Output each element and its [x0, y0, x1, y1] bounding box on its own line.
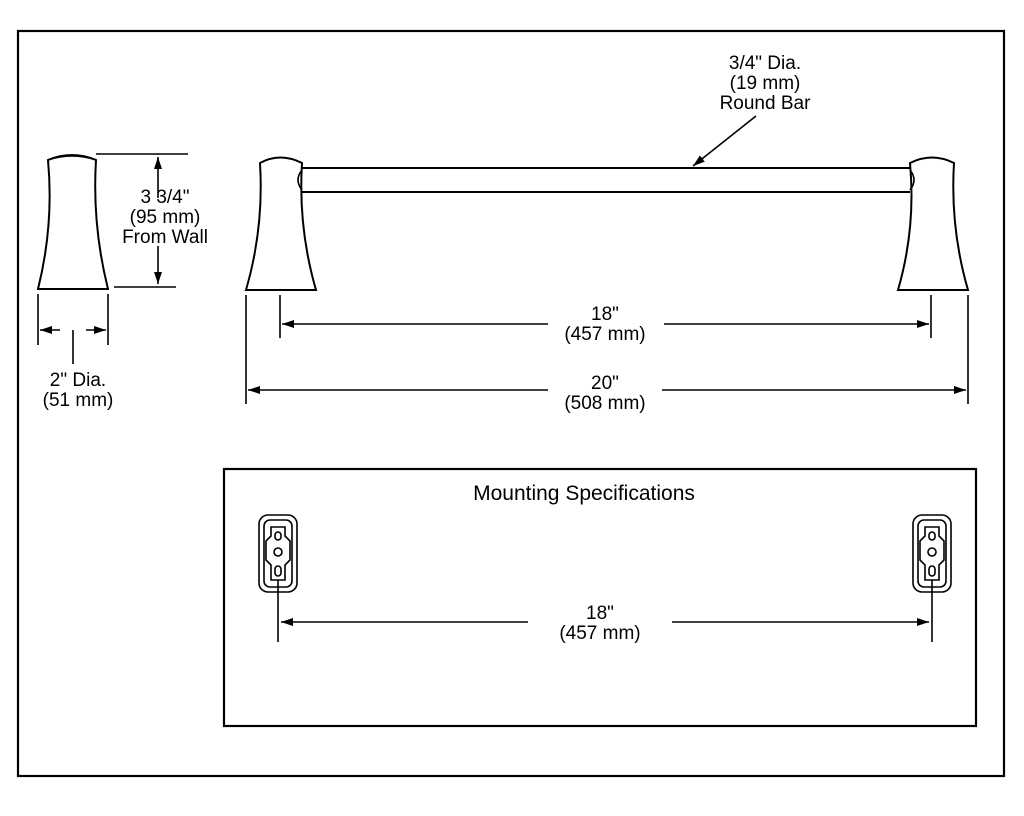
projection-label-line2: (95 mm) [130, 207, 201, 228]
overall-length-label-line2: (508 mm) [564, 393, 645, 414]
right-mounting-bracket [912, 514, 952, 642]
front-view-towel-bar [244, 156, 970, 291]
post-diameter-label-line2: (51 mm) [43, 390, 114, 411]
bar-callout-line3: Round Bar [720, 93, 812, 114]
projection-label-line3: From Wall [122, 227, 208, 248]
side-view-post [36, 154, 110, 290]
bar-callout-line2: (19 mm) [730, 73, 801, 94]
bar-callout: 3/4" Dia. (19 mm) Round Bar [692, 53, 812, 167]
mounting-title: Mounting Specifications [473, 482, 695, 505]
mounting-span-label-line2: (457 mm) [559, 623, 640, 644]
post-diameter-dimension: 2" Dia. (51 mm) [37, 294, 114, 411]
mounting-span-label-line1: 18" [586, 603, 614, 624]
overall-length-label-line1: 20" [591, 373, 619, 394]
outer-frame [16, 29, 1006, 778]
inner-span-label-line2: (457 mm) [564, 324, 645, 345]
inner-span-dimension: 18" (457 mm) [279, 295, 932, 345]
post-diameter-label-line1: 2" Dia. [50, 370, 106, 391]
mounting-span-dimension: 18" (457 mm) [281, 603, 929, 644]
bar-callout-line1: 3/4" Dia. [729, 53, 801, 74]
left-mounting-bracket [258, 514, 298, 642]
projection-label-line1: 3 3/4" [140, 187, 189, 208]
inner-span-label-line1: 18" [591, 304, 619, 325]
overall-length-dimension: 20" (508 mm) [245, 295, 969, 414]
mounting-specifications-box: Mounting Specifications 18" (457 [222, 467, 978, 728]
projection-dimension: 3 3/4" (95 mm) From Wall [96, 153, 208, 288]
